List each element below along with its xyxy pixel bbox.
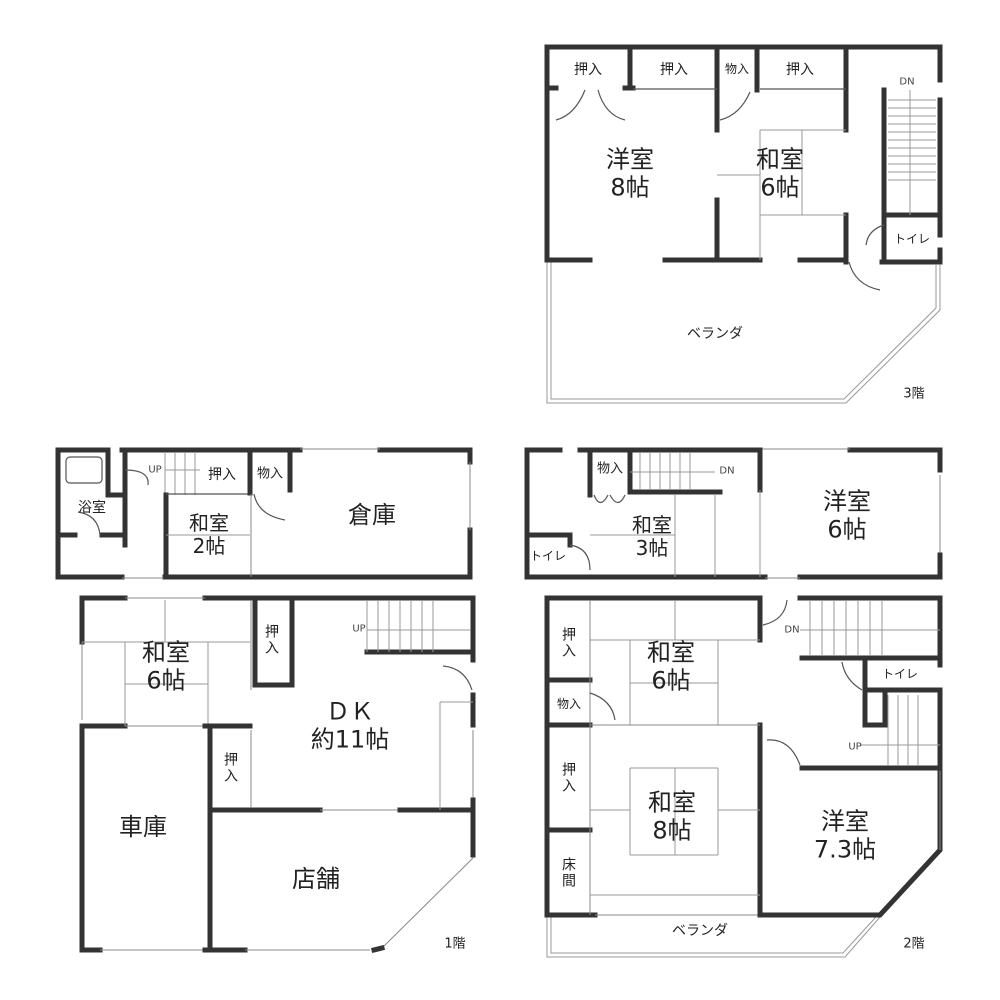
third-floor-japanese-room: 和室 6帖 (756, 146, 804, 201)
second-floor-label: 2階 (903, 936, 925, 952)
first-floor-warehouse-label: 倉庫 (348, 501, 396, 530)
room-size: 7.3帖 (813, 835, 877, 863)
room-name: 和室 (647, 638, 695, 667)
first-floor-japanese-room: 和室 6帖 (142, 639, 190, 694)
second-floor-closet-b-label: 押入 (560, 762, 577, 794)
first-floor-closet-b-label: 押入 (222, 752, 239, 784)
first-floor-bath-label: 浴室 (78, 499, 106, 516)
second-floor-western-small-room: 洋室 6帖 (823, 488, 871, 543)
second-floor-closet-a-label: 押入 (560, 627, 577, 659)
room-size: 6帖 (760, 173, 800, 201)
second-floor-storage-mid-label: 物入 (556, 697, 582, 712)
first-floor-shop-label: 店舗 (292, 865, 340, 894)
first-floor-label: 1階 (444, 936, 466, 952)
first-floor-stairs-up-label: UP (148, 464, 162, 476)
third-floor-toilet-label: トイレ (893, 232, 931, 247)
room-name: 洋室 (606, 145, 654, 174)
third-floor-stairs-label: DN (899, 76, 915, 88)
first-floor-dk-room: ＤＫ 約11帖 (311, 698, 390, 753)
second-floor-annex-walls (524, 447, 943, 580)
third-floor-closet-3-label: 押入 (786, 61, 814, 78)
room-name: 和室 (648, 788, 696, 817)
room-name: 和室 (632, 513, 672, 537)
room-name: 洋室 (820, 807, 869, 836)
second-floor-japanese6-room: 和室 6帖 (647, 639, 695, 694)
room-size: 約11帖 (310, 725, 390, 753)
first-floor-japanese-small-room: 和室 2帖 (189, 512, 229, 558)
room-name: 洋室 (823, 487, 871, 516)
second-floor-veranda-label: ベランダ (672, 922, 728, 939)
second-floor-stairs-dn2-label: DN (784, 624, 800, 636)
room-size: 8帖 (610, 173, 650, 201)
room-name: 和室 (142, 638, 190, 667)
first-floor-storage-top-label: 物入 (256, 466, 284, 482)
room-size: 6帖 (651, 666, 691, 694)
third-floor-western-room: 洋室 8帖 (606, 146, 654, 201)
first-floor-annex-walls (55, 447, 473, 580)
second-floor-storage-top-label: 物入 (596, 461, 624, 477)
room-size: 3帖 (635, 536, 669, 560)
third-floor-closet-1-label: 押入 (574, 61, 602, 78)
first-floor-stairs-up2-label: UP (352, 623, 366, 635)
first-floor-walls (79, 595, 476, 954)
second-floor-tokonoma-label: 床間 (560, 857, 577, 889)
third-floor-veranda-label: ベランダ (687, 325, 743, 342)
second-floor-stairs-up-label: UP (848, 741, 862, 753)
room-name: ＤＫ (325, 697, 374, 726)
second-floor-toilet-label: トイレ (881, 667, 919, 682)
third-floor-walls (544, 44, 943, 404)
second-floor-western-room: 洋室 7.3帖 (814, 808, 876, 863)
second-floor-japanese-small-room: 和室 3帖 (632, 514, 672, 560)
first-floor-garage-label: 車庫 (119, 813, 167, 842)
room-name: 和室 (756, 145, 804, 174)
room-size: 8帖 (652, 816, 692, 844)
third-floor-storage-label: 物入 (724, 62, 750, 77)
second-floor-toilet-top-label: トイレ (529, 549, 567, 564)
second-floor-walls (544, 595, 943, 958)
third-floor-closet-2-label: 押入 (660, 61, 688, 78)
room-size: 2帖 (192, 534, 226, 558)
first-floor-closet-top-label: 押入 (208, 466, 236, 483)
second-floor-japanese8-room: 和室 8帖 (648, 789, 696, 844)
first-floor-closet-a-label: 押入 (263, 624, 280, 656)
room-size: 6帖 (146, 666, 186, 694)
second-floor-stairs-dn-label: DN (719, 465, 735, 477)
room-size: 6帖 (827, 515, 867, 543)
third-floor-label: 3階 (903, 386, 925, 402)
room-name: 和室 (189, 511, 229, 535)
